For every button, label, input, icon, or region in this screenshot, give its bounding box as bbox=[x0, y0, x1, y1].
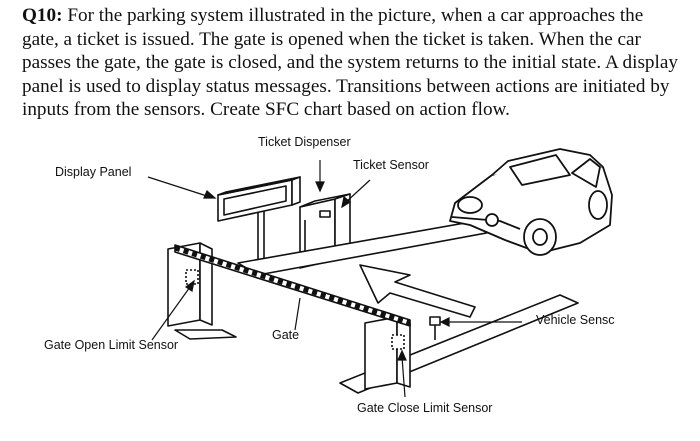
question-number: Q10: bbox=[22, 5, 63, 26]
question-text: Q10: For the parking system illustrated … bbox=[22, 4, 682, 122]
gate-close-post-drawing bbox=[364, 316, 411, 390]
parking-illustration bbox=[147, 148, 613, 398]
display-panel-drawing bbox=[217, 176, 301, 265]
parking-system-figure: Ticket Dispenser Ticket Sensor Display P… bbox=[0, 125, 700, 441]
label-display-panel: Display Panel bbox=[55, 165, 132, 179]
label-gate: Gate bbox=[272, 328, 300, 342]
label-ticket-dispenser: Ticket Dispenser bbox=[258, 135, 351, 149]
gate-barrier-drawing bbox=[174, 244, 411, 327]
car-drawing bbox=[449, 148, 613, 256]
label-ticket-sensor: Ticket Sensor bbox=[353, 158, 429, 172]
question-body: For the parking system illustrated in th… bbox=[22, 5, 678, 120]
label-gate-open-limit-sensor: Gate Open Limit Sensor bbox=[44, 338, 179, 352]
vehicle-sensor-drawing bbox=[429, 316, 441, 340]
label-gate-close-limit-sensor: Gate Close Limit Sensor bbox=[357, 401, 493, 415]
label-vehicle-sensor: Vehicle Sensc bbox=[536, 313, 615, 327]
